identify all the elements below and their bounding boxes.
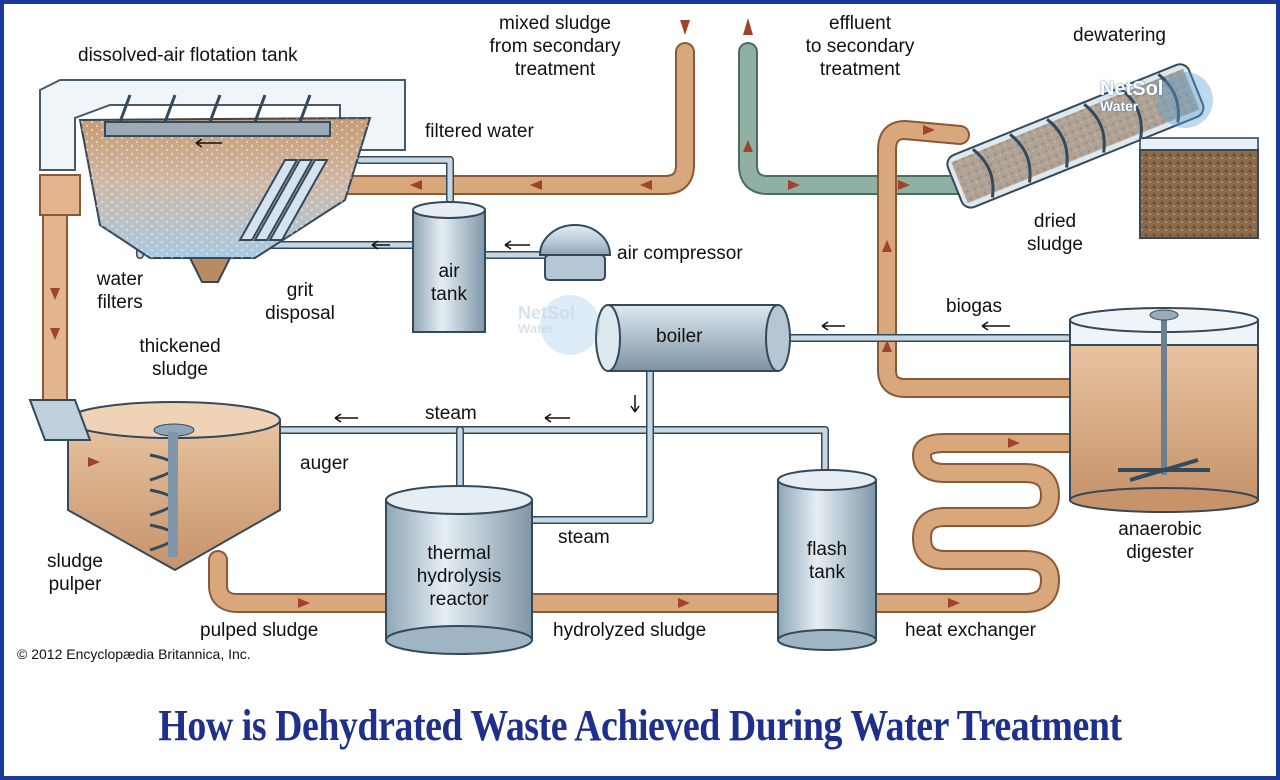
thickened-sludge-label: thickened sludge [139,336,221,380]
filtered-water-label: filtered water [425,121,534,142]
sludge-pulper-label: sludge pulper [47,551,103,595]
watermark-text-center: NetSol [518,303,576,323]
water-filters-label: water filters [96,269,144,313]
air-tank [412,201,486,333]
flash-tank-label: flash tank [806,539,848,583]
dewatering-screw [946,63,1205,209]
thermal-reactor-label: thermal hydrolysis reactor [416,543,502,610]
mixed-sludge-label: mixed sludge from secondary treatment [489,13,621,80]
heat-exchanger-label: heat exchanger [905,620,1036,641]
flow-arrows [50,18,1020,608]
pipes [42,42,1090,613]
pulped-sludge-label: pulped sludge [200,620,319,641]
sludge-pulper [28,399,281,572]
air-compressor-label: air compressor [617,243,743,264]
anaerobic-digester-label: anaerobic digester [1118,519,1202,563]
air-compressor [538,224,612,281]
watermark-text: NetSol [1100,78,1164,100]
steam-lines [136,156,1084,524]
dewatering-label: dewatering [1073,25,1166,46]
flash-tank [777,469,877,651]
auger-label: auger [300,453,349,474]
boiler-label: boiler [656,326,703,347]
grit-disposal-label: grit disposal [265,280,335,324]
dried-sludge-bin [1139,137,1259,239]
daf-tank-label: dissolved-air flotation tank [78,45,298,66]
steam-top-label: steam [425,403,477,424]
hydrolyzed-sludge-label: hydrolyzed sludge [553,620,707,641]
small-arrows [195,138,1010,423]
dried-sludge-label: dried sludge [1027,211,1083,255]
steam-mid-label: steam [558,527,610,548]
biogas-label: biogas [946,296,1002,317]
boiler [595,304,791,372]
watermark-logo [540,72,1213,355]
daf-tank [39,79,406,283]
anaerobic-digester [1069,307,1259,513]
page-title: How is Dehydrated Waste Achieved During … [158,701,1122,750]
watermark-subtext: Water [1100,98,1139,114]
copyright: © 2012 Encyclopædia Britannica, Inc. [17,646,251,662]
thermal-hydrolysis-reactor [385,485,533,655]
air-tank-label: air tank [431,261,467,305]
watermark-subtext-center: Water [518,321,554,336]
effluent-label: effluent to secondary treatment [805,13,915,80]
outflow-arrow-icon [743,18,753,35]
inflow-arrow-icon [680,20,690,35]
